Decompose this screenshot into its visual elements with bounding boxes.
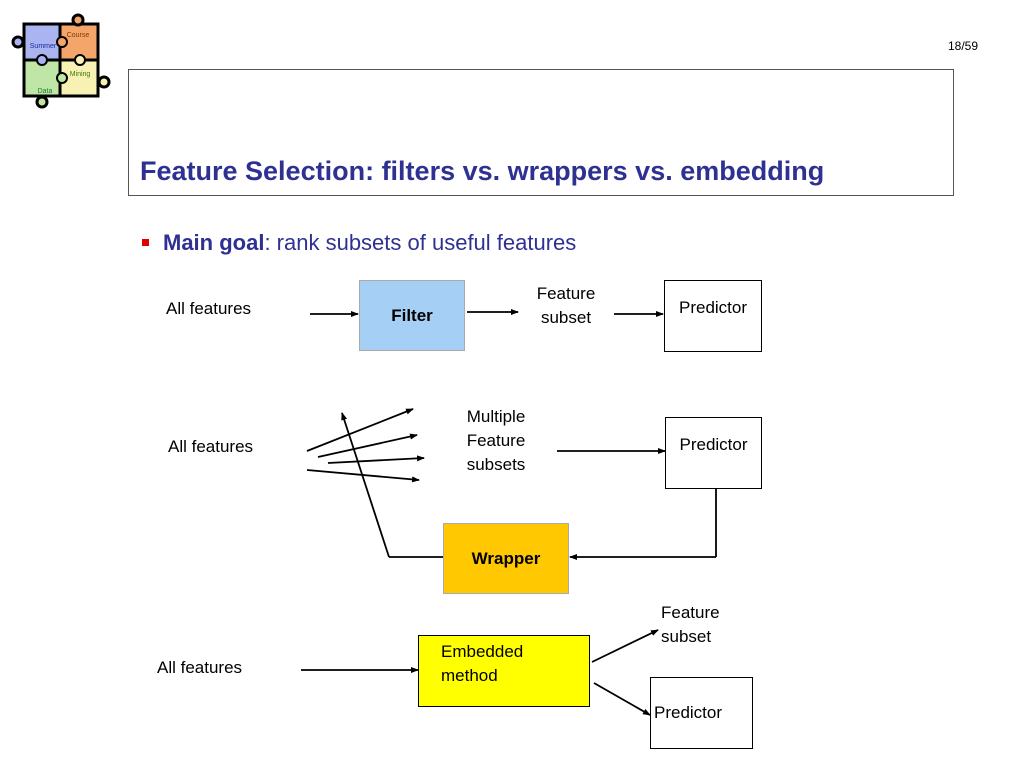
title-box: Feature Selection: filters vs. wrappers … [128,69,954,196]
predictor-box-3: Predictor [650,677,753,749]
embedded-feature-subset-label: Feature subset [661,603,720,646]
puzzle-logo: Course Summer Mining Data [11,13,111,109]
embedded-box-label: Embedded method [441,642,524,685]
feedback-line-diag [341,412,390,558]
slide-title: Feature Selection: filters vs. wrappers … [140,156,825,186]
logo-word-course: Course [67,32,90,39]
bullet-marker [142,238,149,246]
multiple-subsets-label: Multiple Feature subsets [466,407,526,474]
predictor-label-1: Predictor [678,298,748,317]
predictor-box-2: Predictor [665,417,762,489]
logo-word-summer: Summer [30,43,57,50]
goal-bullet: Main goal: rank subsets of useful featur… [142,230,576,256]
filter-box-label: Filter [391,305,433,325]
predictor-label-3: Predictor [654,703,723,722]
arrow-fan-2 [317,433,418,458]
filter-box: Filter [359,280,465,351]
filter-all-features-label: All features [166,299,252,318]
wrapper-all-features-label: All features [168,437,254,456]
predictor-label-2: Predictor [679,435,748,454]
arrow-fan-3 [327,455,425,464]
embedded-all-features-label: All features [157,658,243,677]
wrapper-box: Wrapper [443,523,569,594]
arrow-embedded-predictor [593,682,651,716]
goal-text: : rank subsets of useful features [264,230,577,255]
goal-key: Main goal [163,230,265,255]
page-number: 18/59 [947,39,978,53]
predictor-box-1: Predictor [664,280,762,352]
logo-word-mining: Mining [70,71,91,78]
logo-word-data: Data [38,88,53,95]
arrow-embedded-subset [591,629,659,663]
arrow-fan-1 [306,408,414,452]
filter-feature-subset-label: Feature subset [536,284,596,327]
wrapper-box-label: Wrapper [471,548,541,568]
embedded-method-box: Embedded method [418,635,590,707]
